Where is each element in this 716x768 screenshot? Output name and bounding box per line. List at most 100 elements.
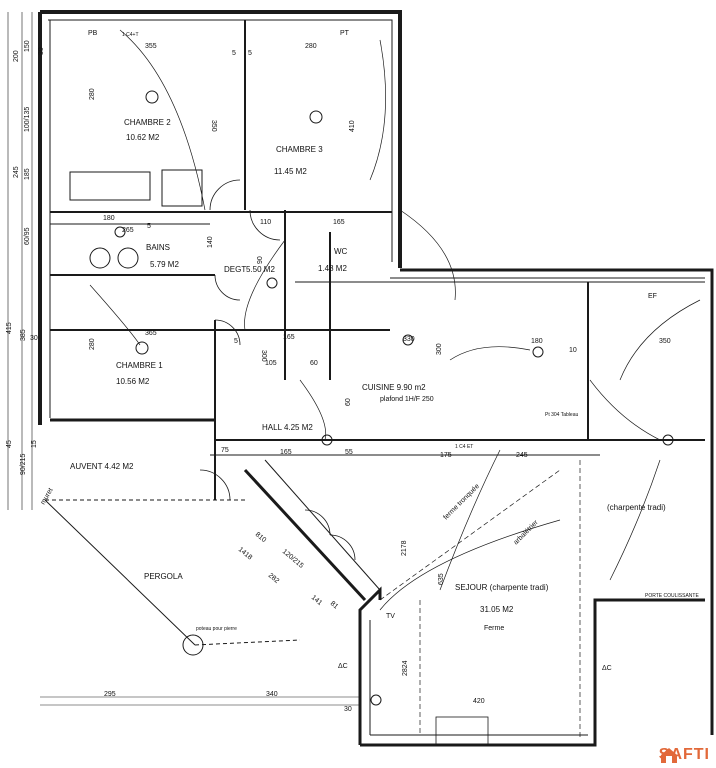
dim-300-k: 300 <box>436 343 443 355</box>
safti-logo: SAFTI <box>659 746 710 764</box>
door-sejour-1 <box>304 509 331 536</box>
dim-2824: 2824 <box>402 660 409 676</box>
exterior-wall <box>40 10 402 268</box>
dim-165-d: 165 <box>333 219 345 226</box>
wire-5 <box>89 284 141 346</box>
pergola-diag <box>194 639 301 646</box>
dim-left-15: 15 <box>31 440 38 448</box>
pillar <box>182 634 204 656</box>
dim-60-h: 60 <box>310 360 318 367</box>
dim-left-385: 385 <box>20 329 27 341</box>
dim-280-c1: 280 <box>89 338 96 350</box>
dim-330: 330 <box>403 336 415 343</box>
door-hall <box>199 469 231 501</box>
wire-6 <box>299 379 327 441</box>
sejour-bottom <box>360 598 705 747</box>
dim-30-bottom: 30 <box>344 706 352 713</box>
dim-left-90: 90/215 <box>20 453 27 475</box>
ef-label: EF <box>648 293 657 300</box>
ferme-label: Ferme <box>484 625 504 632</box>
sejour-label: SEJOUR (charpente tradi) <box>455 583 549 592</box>
pergola-label: PERGOLA <box>144 572 183 581</box>
dim-left-245: 245 <box>13 166 20 178</box>
dim-635: 635 <box>438 573 445 585</box>
dim-355: 355 <box>145 43 157 50</box>
dim-265: 265 <box>122 227 134 234</box>
charpente-label: (charpente tradi) <box>607 503 666 512</box>
ceiling-lights <box>114 90 674 706</box>
dim-300-h: 300 <box>260 350 267 362</box>
dim-left-415: 415 <box>6 322 13 334</box>
wc-area: 1.48 M2 <box>318 264 347 273</box>
plafond-note: plafond 1H/F 250 <box>380 396 434 403</box>
c4-label: 1 C4 ET <box>455 444 473 450</box>
wire-12 <box>609 459 661 581</box>
dim-10-k: 10 <box>569 347 577 354</box>
door-sejour-2 <box>329 534 356 561</box>
walls <box>38 10 714 747</box>
dim-365: 365 <box>145 330 157 337</box>
degt-area: 5.50 M2 <box>246 265 275 274</box>
dim-165-h: 165 <box>283 334 295 341</box>
shower <box>161 169 203 207</box>
dim-left-30b: 30 <box>30 335 38 342</box>
dim-left-200: 200 <box>13 50 20 62</box>
dim-245: 245 <box>516 452 528 459</box>
light-cuisine-2 <box>532 346 544 358</box>
dim-left-30: 30 <box>38 47 45 55</box>
light-right <box>662 434 674 446</box>
dim-175: 175 <box>440 452 452 459</box>
wire-9 <box>379 519 561 611</box>
chambre2-area: 10.62 M2 <box>126 133 160 142</box>
dim-5-a: 5 <box>232 50 236 57</box>
light-cuisine <box>402 334 414 346</box>
dim-410-c3: 410 <box>349 120 356 132</box>
dim-left-185: 185 <box>24 168 31 180</box>
hall-label: HALL 4.25 M2 <box>262 423 313 432</box>
dim-120-215: 120/215 <box>281 548 305 570</box>
dim-165-hb: 165 <box>280 449 292 456</box>
dim-left-100: 100/135 <box>24 107 31 132</box>
dim-180: 180 <box>103 215 115 222</box>
wire-7 <box>439 449 501 591</box>
wire-4 <box>244 239 286 331</box>
dim-350-k: 350 <box>659 338 671 345</box>
muret-label: muret <box>40 487 55 506</box>
porte-coulissante-label: PORTE COULISSANTE <box>645 593 699 599</box>
sejour-area: 31.05 M2 <box>480 605 514 614</box>
dim-left-60: 60/95 <box>24 227 31 245</box>
dim-left-45: 45 <box>6 440 13 448</box>
bottom-dimension-lines <box>40 696 360 706</box>
dim-105: 105 <box>265 360 277 367</box>
door-c3 <box>249 209 281 241</box>
light-hall <box>321 434 333 446</box>
dim-5-c: 5 <box>147 223 151 230</box>
wire-11 <box>449 346 531 361</box>
wire-1 <box>119 29 206 211</box>
roof-lines <box>379 460 581 740</box>
chambre1-area: 10.56 M2 <box>116 377 150 386</box>
bains-label: BAINS <box>146 243 170 252</box>
tv-label: TV <box>386 613 395 620</box>
sink-1 <box>89 247 111 269</box>
dim-140: 140 <box>207 236 214 248</box>
bains-area: 5.79 M2 <box>150 260 179 269</box>
wc-label: WC <box>334 247 348 256</box>
wire-3 <box>399 209 456 301</box>
ac-label-2: ΔC <box>602 665 612 672</box>
auvent-label: AUVENT 4.42 M2 <box>70 462 134 471</box>
dim-180-k: 180 <box>531 338 543 345</box>
degt-label: DEGT <box>224 265 246 274</box>
door-bains <box>214 274 241 301</box>
wire-8 <box>589 379 661 441</box>
door-c2 <box>209 179 241 211</box>
pt-label: PT <box>340 30 350 37</box>
right-wing-wall <box>400 268 714 735</box>
poteau-label: poteau pour pierre <box>196 626 237 632</box>
left-dimension-lines <box>7 12 33 510</box>
light-c2 <box>145 90 159 104</box>
sink-2 <box>117 247 139 269</box>
french-door <box>435 716 489 746</box>
house-icon <box>660 748 677 763</box>
